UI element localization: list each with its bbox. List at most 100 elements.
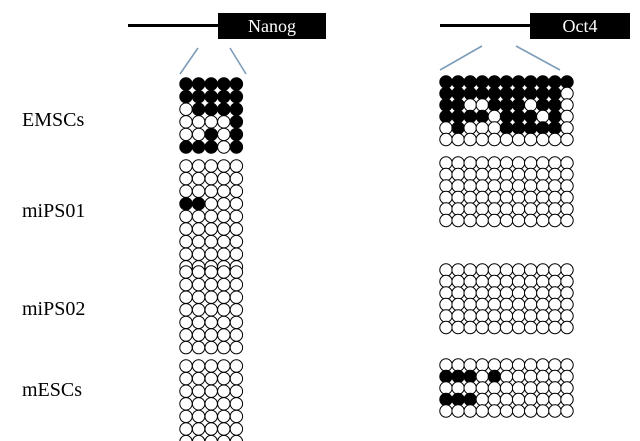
unmethylated-cpg-dot [548,381,562,395]
unmethylated-cpg-dot [548,179,562,193]
unmethylated-cpg-dot [560,109,574,124]
unmethylated-cpg-dot [204,171,218,186]
unmethylated-cpg-dot [191,222,206,236]
unmethylated-cpg-dot [548,404,562,418]
unmethylated-cpg-dot [204,159,218,173]
unmethylated-cpg-dot [217,277,231,292]
unmethylated-cpg-dot [511,404,526,418]
methylated-cpg-dot [499,75,514,89]
unmethylated-cpg-dot [439,202,453,216]
unmethylated-cpg-dot [463,121,477,135]
unmethylated-cpg-dot [463,320,477,335]
unmethylated-cpg-dot [179,234,193,249]
unmethylated-cpg-dot [204,209,218,224]
unmethylated-cpg-dot [463,381,477,395]
unmethylated-cpg-dot [229,340,244,355]
unmethylated-cpg-dot [536,381,550,395]
unmethylated-cpg-dot [511,132,526,147]
unmethylated-cpg-dot [204,315,218,330]
methylated-cpg-dot [179,89,193,104]
unmethylated-cpg-dot [439,167,453,182]
unmethylated-cpg-dot [536,167,550,182]
unmethylated-cpg-dot [179,127,193,142]
unmethylated-cpg-dot [499,132,514,147]
unmethylated-cpg-dot [191,277,206,292]
methylated-cpg-dot [229,140,244,154]
unmethylated-cpg-dot [487,286,502,300]
unmethylated-cpg-dot [451,297,465,312]
methylated-cpg-dot [463,109,477,124]
unmethylated-cpg-dot [548,213,562,228]
unmethylated-cpg-dot [451,190,465,205]
unmethylated-cpg-dot [524,190,538,205]
unmethylated-cpg-dot [548,132,562,147]
unmethylated-cpg-dot [179,422,193,436]
methylated-cpg-dot [229,102,244,116]
unmethylated-cpg-dot [204,340,218,355]
unmethylated-cpg-dot [179,247,193,261]
unmethylated-cpg-dot [560,309,574,323]
unmethylated-cpg-dot [524,167,538,182]
oct4-gene-box: Oct4 [530,13,630,39]
unmethylated-cpg-dot [204,303,218,317]
methylated-cpg-dot [524,86,538,101]
unmethylated-cpg-dot [499,274,514,289]
methylated-cpg-dot [439,98,453,112]
methylated-cpg-dot [487,75,502,89]
nanog-gene-line [128,24,220,27]
methylated-cpg-dot [451,369,465,384]
methylated-cpg-dot [524,121,538,135]
unmethylated-cpg-dot [511,297,526,312]
unmethylated-cpg-dot [536,320,550,335]
unmethylated-cpg-dot [487,202,502,216]
unmethylated-cpg-dot [229,277,244,292]
methylated-cpg-dot [536,98,550,112]
methylated-cpg-dot [179,140,193,154]
unmethylated-cpg-dot [451,132,465,147]
unmethylated-cpg-dot [524,286,538,300]
unmethylated-cpg-dot [499,286,514,300]
methylated-cpg-dot [499,109,514,124]
unmethylated-cpg-dot [204,409,218,424]
unmethylated-cpg-dot [439,358,453,372]
unmethylated-cpg-dot [560,404,574,418]
unmethylated-cpg-dot [548,190,562,205]
unmethylated-cpg-dot [179,290,193,304]
unmethylated-cpg-dot [560,392,574,407]
unmethylated-cpg-dot [560,297,574,312]
unmethylated-cpg-dot [229,397,244,411]
methylated-cpg-dot [548,109,562,124]
unmethylated-cpg-dot [560,263,574,277]
unmethylated-cpg-dot [217,140,231,154]
unmethylated-cpg-dot [179,409,193,424]
unmethylated-cpg-dot [548,309,562,323]
unmethylated-cpg-dot [548,369,562,384]
methylated-cpg-dot [439,392,453,407]
unmethylated-cpg-dot [439,286,453,300]
unmethylated-cpg-dot [536,369,550,384]
unmethylated-cpg-dot [204,384,218,398]
unmethylated-cpg-dot [536,392,550,407]
methylated-cpg-dot [451,86,465,101]
unmethylated-cpg-dot [499,309,514,323]
methylated-cpg-dot [204,102,218,116]
unmethylated-cpg-dot [229,434,244,441]
methylated-cpg-dot [548,98,562,112]
methylated-cpg-dot [524,75,538,89]
methylated-cpg-dot [191,140,206,154]
unmethylated-cpg-dot [487,309,502,323]
oct4-gene-line [440,24,532,27]
unmethylated-cpg-dot [475,358,489,372]
unmethylated-cpg-dot [217,184,231,198]
methylated-cpg-dot [229,77,244,91]
methylated-cpg-dot [191,89,206,104]
methylated-cpg-dot [475,86,489,101]
unmethylated-cpg-dot [451,156,465,170]
unmethylated-cpg-dot [451,404,465,418]
unmethylated-cpg-dot [487,358,502,372]
methylated-cpg-dot [217,77,231,91]
nanog-connector-line [179,47,199,75]
unmethylated-cpg-dot [191,315,206,330]
unmethylated-cpg-dot [524,381,538,395]
unmethylated-cpg-dot [179,315,193,330]
